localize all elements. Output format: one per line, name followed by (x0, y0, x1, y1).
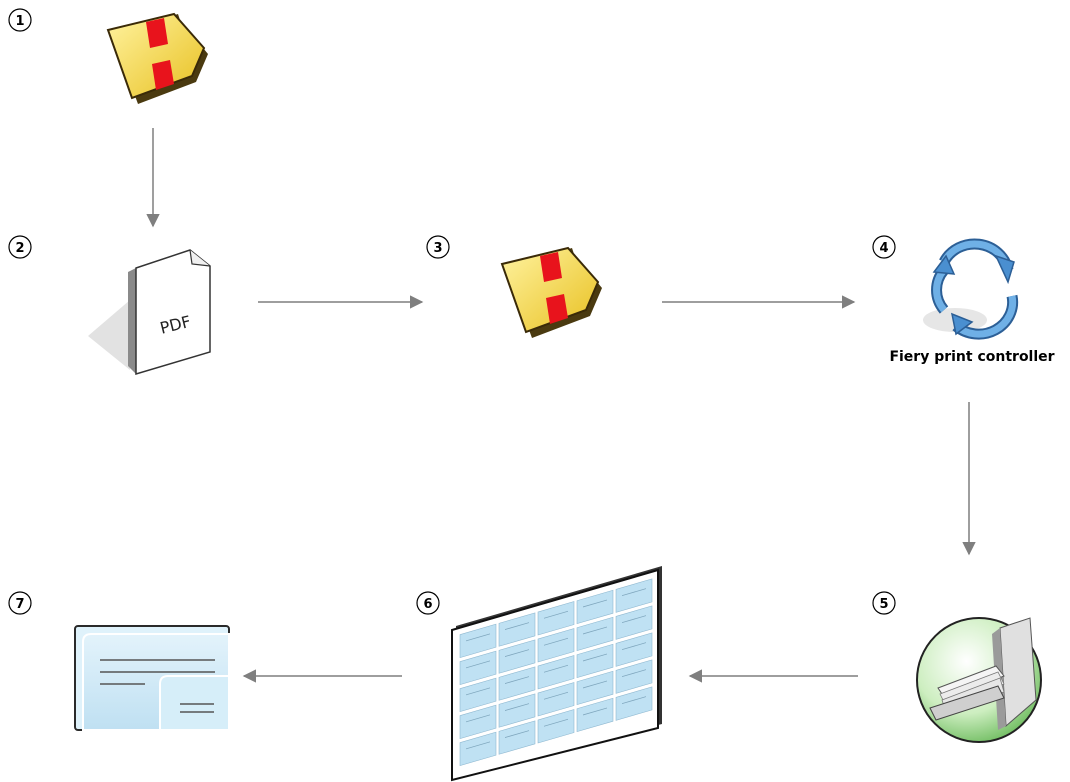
step-badge-5: 5 (872, 591, 896, 615)
sync-arrows-icon (923, 238, 1019, 340)
printer-output-tray-icon (916, 617, 1042, 743)
sheet-card (615, 659, 653, 694)
step-badge-4: 4 (872, 235, 896, 259)
svg-text:7: 7 (15, 597, 24, 612)
sheet-card (537, 601, 575, 636)
sheet-card (615, 632, 653, 667)
step-badge-3: 3 (426, 235, 450, 259)
svg-text:3: 3 (433, 241, 442, 256)
svg-text:6: 6 (423, 597, 432, 612)
sheet-card (498, 693, 536, 728)
sheet-card (576, 616, 614, 652)
sheet-card (498, 720, 536, 755)
step-badge-7: 7 (8, 591, 32, 615)
pdf-document-icon: PDF (88, 249, 211, 376)
sheet-card (537, 655, 575, 690)
sheet-card (498, 666, 536, 701)
sheet-card (615, 605, 653, 640)
application-launcher-icon (107, 13, 209, 105)
business-card-icon (74, 625, 230, 731)
sheet-card (576, 697, 614, 733)
svg-text:4: 4 (879, 241, 888, 256)
svg-text:2: 2 (15, 241, 24, 256)
sheet-card (537, 709, 575, 744)
imposed-sheet-icon (451, 566, 662, 782)
sheet-card (537, 682, 575, 717)
svg-text:5: 5 (879, 597, 888, 612)
sheet-card (615, 686, 653, 721)
sheet-card (537, 628, 575, 663)
step-badge-1: 1 (8, 8, 32, 32)
sheet-card (576, 670, 614, 706)
sheet-card (459, 731, 497, 766)
sheet-card (615, 578, 653, 613)
sheet-card (576, 589, 614, 625)
sheet-card (576, 643, 614, 679)
sheet-card (498, 639, 536, 674)
application-launcher-icon (501, 247, 603, 339)
svg-text:1: 1 (15, 14, 24, 29)
step-badge-6: 6 (416, 591, 440, 615)
sheet-card (498, 612, 536, 647)
sheet-card (459, 677, 497, 712)
sheet-card (459, 623, 497, 658)
step-badge-2: 2 (8, 235, 32, 259)
fiery-controller-caption: Fiery print controller (889, 349, 1054, 365)
sheet-card (459, 704, 497, 739)
sheet-card (459, 650, 497, 685)
